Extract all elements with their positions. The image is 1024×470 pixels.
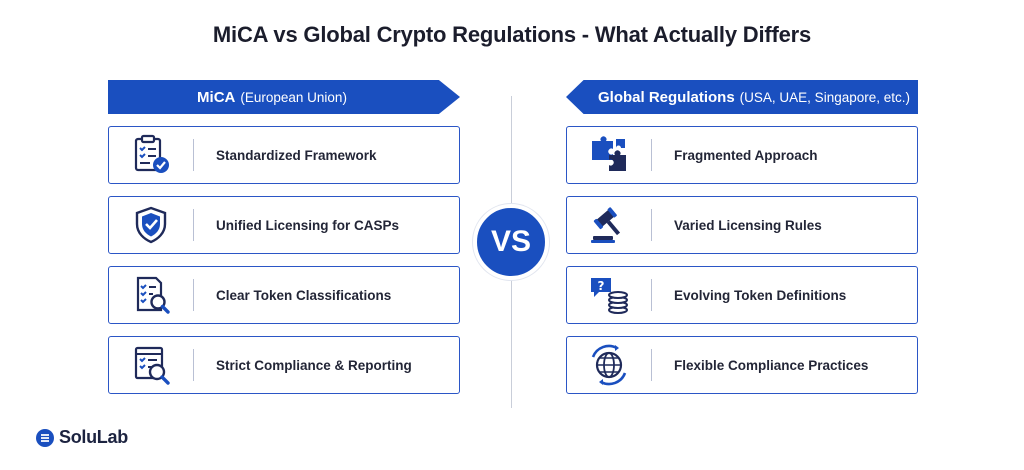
mica-card-compliance: Strict Compliance & Reporting — [108, 336, 460, 394]
logo-text: SoluLab — [59, 427, 128, 447]
question-coins-icon: ? — [567, 267, 651, 323]
global-banner: Global Regulations (USA, UAE, Singapore,… — [566, 80, 918, 114]
clipboard-check-icon — [109, 127, 193, 183]
report-search-icon — [109, 337, 193, 393]
mica-banner: MiCA (European Union) — [108, 80, 460, 114]
global-banner-title: Global Regulations — [597, 88, 735, 106]
mica-card-label: Unified Licensing for CASPs — [216, 217, 400, 233]
solulab-logo-icon — [36, 428, 54, 447]
page-title: MiCA vs Global Crypto Regulations - What… — [212, 22, 812, 47]
mica-banner-subtitle: (European Union) — [240, 89, 347, 105]
svg-text:?: ? — [598, 279, 605, 293]
global-card-compliance: Flexible Compliance Practices — [566, 336, 918, 394]
global-card-label: Evolving Token Definitions — [674, 287, 847, 303]
global-banner-subtitle: (USA, UAE, Singapore, etc.) — [739, 89, 910, 105]
global-card-fragmented: Fragmented Approach — [566, 126, 918, 184]
solulab-logo: SoluLab — [35, 427, 128, 448]
shield-check-icon — [109, 197, 193, 253]
global-card-label: Flexible Compliance Practices — [674, 357, 869, 373]
mica-card-label: Clear Token Classifications — [216, 287, 392, 303]
mica-card-framework: Standardized Framework — [108, 126, 460, 184]
vs-badge: VS — [473, 204, 549, 280]
global-card-label: Fragmented Approach — [674, 147, 818, 163]
mica-column: MiCA (European Union) Standardized Frame… — [108, 80, 460, 394]
globe-arrows-icon — [567, 337, 651, 393]
mica-banner-title: MiCA — [197, 88, 236, 106]
checklist-search-icon — [109, 267, 193, 323]
global-column: Global Regulations (USA, UAE, Singapore,… — [566, 80, 918, 394]
gavel-icon — [567, 197, 651, 253]
puzzle-icon — [567, 127, 651, 183]
global-card-licensing: Varied Licensing Rules — [566, 196, 918, 254]
mica-card-label: Strict Compliance & Reporting — [216, 357, 412, 373]
global-card-label: Varied Licensing Rules — [674, 217, 822, 233]
mica-card-label: Standardized Framework — [216, 147, 377, 163]
mica-card-token: Clear Token Classifications — [108, 266, 460, 324]
global-card-token: ? Evolving Token Definitions — [566, 266, 918, 324]
mica-card-licensing: Unified Licensing for CASPs — [108, 196, 460, 254]
